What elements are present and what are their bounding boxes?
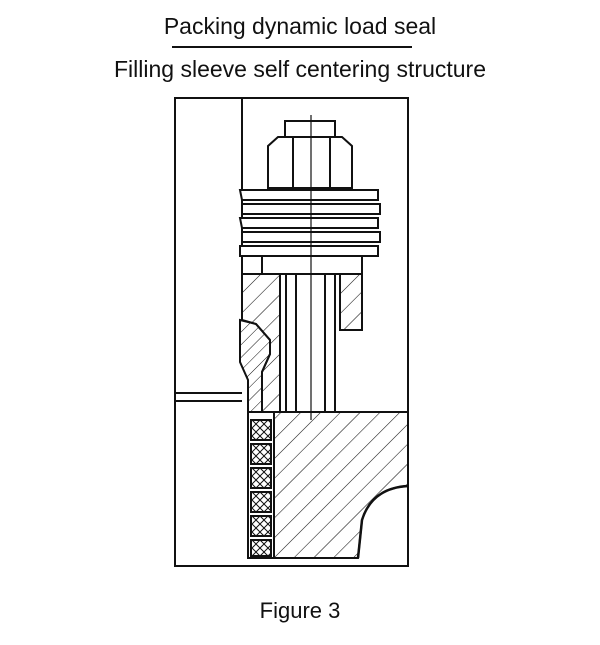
disc-springs: [238, 189, 381, 275]
title-line-1: Packing dynamic load seal: [163, 13, 437, 39]
packing-rings: [247, 411, 275, 559]
title-divider: [172, 46, 412, 48]
housing-frame: [174, 97, 409, 567]
title-line-2: Filling sleeve self centering structure: [114, 56, 486, 82]
valve-body: [273, 411, 409, 559]
filling-sleeve: [239, 273, 281, 413]
figure-caption: Figure 3: [259, 598, 341, 623]
gland-block: [339, 273, 363, 331]
stud-bolt: [285, 115, 336, 420]
hex-nut: [267, 120, 353, 189]
